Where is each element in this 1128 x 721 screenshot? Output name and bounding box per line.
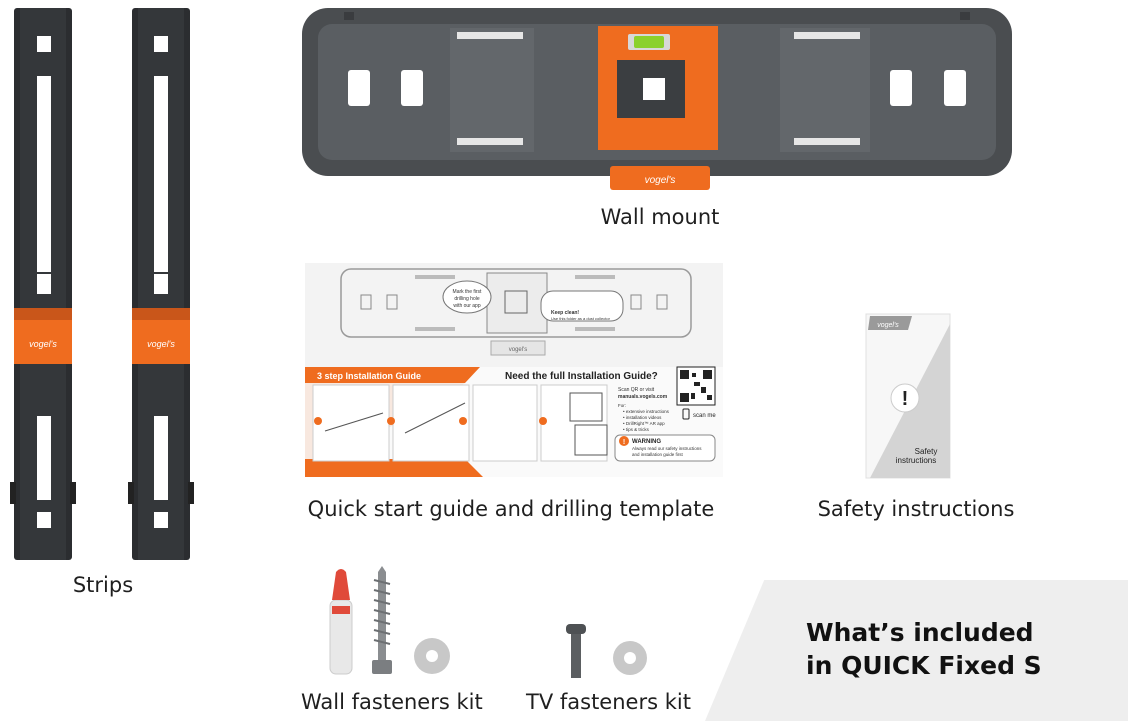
guide-for-label: For: bbox=[618, 403, 626, 408]
caption-safety: Safety instructions bbox=[817, 497, 1015, 521]
guide-template-logo: vogel's bbox=[509, 347, 528, 353]
wall-mount-image: vogel's bbox=[302, 8, 1012, 190]
guide-scan-text: Scan QR or visit bbox=[618, 387, 655, 393]
tv-fasteners-image bbox=[566, 624, 647, 678]
guide-bullet2: • installation videos bbox=[623, 415, 662, 420]
guide-callout1-line3: with our app bbox=[453, 303, 480, 309]
wall-fasteners-image bbox=[329, 566, 450, 675]
svg-text:!: ! bbox=[623, 439, 625, 446]
caption-tv-fasteners: TV fasteners kit bbox=[526, 690, 691, 714]
safety-instructions-image: vogel's ! Safety instructions bbox=[865, 313, 951, 479]
safety-card-logo: vogel's bbox=[877, 322, 899, 329]
guide-warning-line2: and installation guide first bbox=[632, 452, 684, 457]
safety-card-line2: instructions bbox=[896, 456, 936, 465]
headline-panel bbox=[705, 580, 1128, 721]
guide-site: manuals.vogels.com bbox=[618, 394, 668, 400]
caption-wall-fasteners: Wall fasteners kit bbox=[301, 690, 483, 714]
headline: What’s included in QUICK Fixed S bbox=[806, 616, 1042, 682]
guide-warning-title: WARNING bbox=[632, 439, 661, 445]
guide-full-title: Need the full Installation Guide? bbox=[505, 371, 658, 382]
guide-scan-me: scan me bbox=[693, 413, 716, 419]
guide-callout2-line2: Use this folder as a dust collector bbox=[551, 316, 611, 321]
wall-mount-logo: vogel's bbox=[645, 175, 676, 186]
guide-step-title: 3 step Installation Guide bbox=[317, 371, 421, 381]
guide-callout1-line1: Mark the first bbox=[453, 289, 483, 295]
caption-strips: Strips bbox=[72, 573, 134, 597]
qr-code bbox=[676, 366, 716, 406]
headline-line1: What’s included bbox=[806, 618, 1034, 647]
caption-wall-mount: Wall mount bbox=[600, 205, 720, 229]
guide-callout2-line1: Keep clean! bbox=[551, 310, 579, 316]
guide-bullet4: • tips & tricks bbox=[623, 427, 650, 432]
strip-right: vogel's bbox=[128, 8, 194, 560]
svg-text:!: ! bbox=[902, 388, 909, 410]
caption-quick-start: Quick start guide and drilling template bbox=[307, 497, 715, 521]
strip-left-logo: vogel's bbox=[29, 339, 57, 349]
guide-bullet3: • DrillRight™ AR app bbox=[623, 421, 665, 426]
quick-start-guide-image: Mark the first drilling hole with our ap… bbox=[305, 263, 723, 477]
guide-bullet1: • extensive instructions bbox=[623, 409, 670, 414]
guide-warning-line1: Always read our safety instructions bbox=[632, 446, 702, 451]
safety-card-line1: Safety bbox=[915, 447, 938, 456]
strip-right-logo: vogel's bbox=[147, 339, 175, 349]
strip-left: vogel's bbox=[10, 8, 76, 560]
guide-callout1-line2: drilling hole bbox=[454, 296, 480, 302]
headline-line2: in QUICK Fixed S bbox=[806, 651, 1042, 680]
